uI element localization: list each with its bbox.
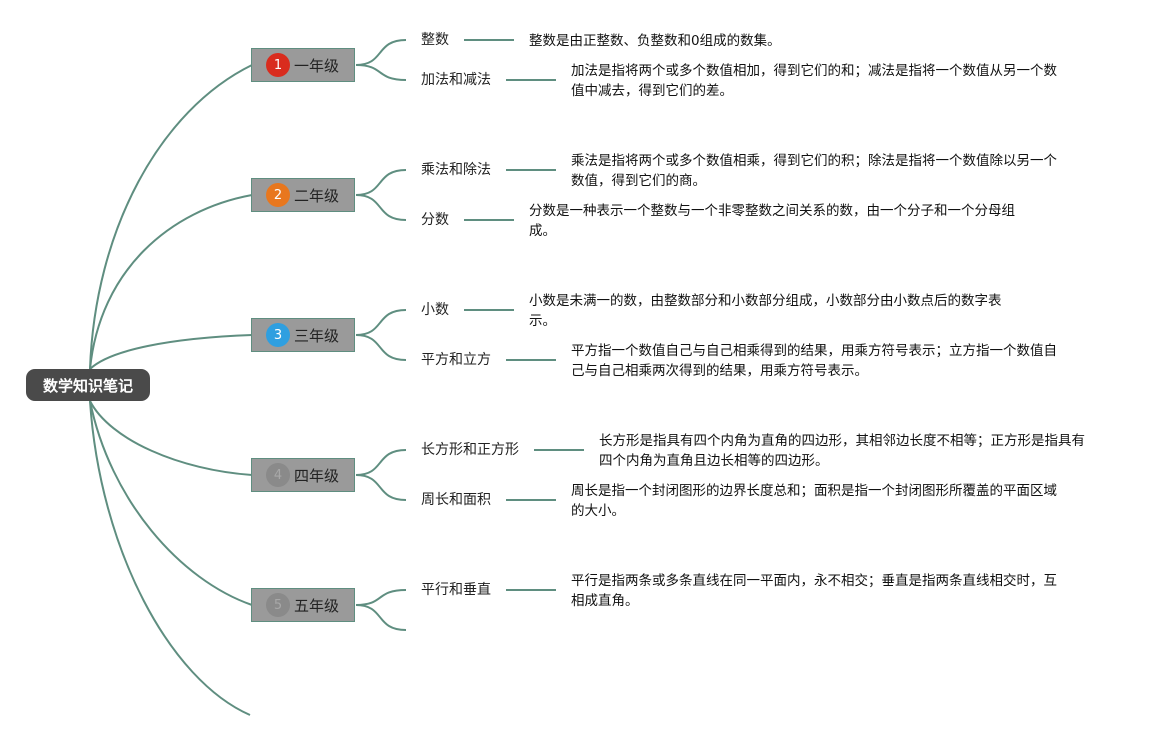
branch-line-grade-4 xyxy=(89,400,253,476)
topic-node[interactable]: 加法和减法 xyxy=(421,72,491,88)
topic-description: 加法是指将两个或多个数值相加，得到它们的和；减法是指将一个数值从另一个数值中减去… xyxy=(571,63,1057,99)
sub-line-5b xyxy=(355,604,407,631)
topic-node[interactable]: 长方形和正方形 xyxy=(421,442,519,458)
sub-line-3b xyxy=(355,334,407,361)
grade-node-4[interactable]: 4 四年级 xyxy=(251,458,355,492)
topic-node[interactable]: 小数 xyxy=(421,302,449,318)
topic-description: 平方指一个数值自己与自己相乘得到的结果，用乘方符号表示；立方指一个数值自己与自己… xyxy=(571,343,1057,379)
grade-label: 二年级 xyxy=(294,186,340,205)
topic-node[interactable]: 平行和垂直 xyxy=(421,582,491,598)
sub-line-1b xyxy=(355,64,407,81)
topic-description: 长方形是指具有四个内角为直角的四边形，其相邻边长度不相等；正方形是指具有四个内角… xyxy=(599,433,1085,469)
sub-line-2b xyxy=(355,194,407,221)
topic-node[interactable]: 周长和面积 xyxy=(421,492,491,508)
grade-node-1[interactable]: 1 一年级 xyxy=(251,48,355,82)
topic-node[interactable]: 乘法和除法 xyxy=(421,162,491,178)
grade-node-2[interactable]: 2 二年级 xyxy=(251,178,355,212)
branch-line-grade-2 xyxy=(89,194,253,370)
topic-description: 分数是一种表示一个整数与一个非零整数之间关系的数，由一个分子和一个分母组成。 xyxy=(529,203,1015,239)
sub-line-1a xyxy=(355,39,407,66)
sub-line-4b xyxy=(355,474,407,501)
branch-line-grade-3 xyxy=(89,334,253,370)
grade-label: 一年级 xyxy=(294,56,340,75)
number-3-badge-icon: 3 xyxy=(266,323,290,347)
topic-node[interactable]: 平方和立方 xyxy=(421,352,491,368)
number-4-badge-icon: 4 xyxy=(266,463,290,487)
topic-description: 平行是指两条或多条直线在同一平面内，永不相交；垂直是指两条直线相交时，互相成直角… xyxy=(571,573,1057,609)
number-5-badge-icon: 5 xyxy=(266,593,290,617)
grade-label: 四年级 xyxy=(294,466,340,485)
grade-label: 三年级 xyxy=(294,326,340,345)
root-node[interactable]: 数学知识笔记 xyxy=(26,369,150,401)
number-1-badge-icon: 1 xyxy=(266,53,290,77)
topic-node[interactable]: 分数 xyxy=(421,212,449,228)
topic-description: 乘法是指将两个或多个数值相乘，得到它们的积；除法是指将一个数值除以另一个数值，得… xyxy=(571,153,1057,189)
sub-line-3a xyxy=(355,309,407,336)
topic-description: 周长是指一个封闭图形的边界长度总和；面积是指一个封闭图形所覆盖的平面区域的大小。 xyxy=(571,483,1057,519)
branch-line-extra xyxy=(89,400,251,716)
topic-description: 小数是未满一的数，由整数部分和小数部分组成，小数部分由小数点后的数字表示。 xyxy=(529,293,1002,329)
branch-line-grade-5 xyxy=(89,400,253,606)
sub-line-2a xyxy=(355,169,407,196)
sub-line-5a xyxy=(355,589,407,606)
number-2-badge-icon: 2 xyxy=(266,183,290,207)
root-title: 数学知识笔记 xyxy=(42,376,133,395)
sub-line-4a xyxy=(355,449,407,476)
topic-node[interactable]: 整数 xyxy=(421,32,449,48)
grade-label: 五年级 xyxy=(294,596,340,615)
branch-line-grade-1 xyxy=(89,64,253,370)
topic-description: 整数是由正整数、负整数和0组成的数集。 xyxy=(529,33,781,49)
grade-node-5[interactable]: 5 五年级 xyxy=(251,588,355,622)
grade-node-3[interactable]: 3 三年级 xyxy=(251,318,355,352)
